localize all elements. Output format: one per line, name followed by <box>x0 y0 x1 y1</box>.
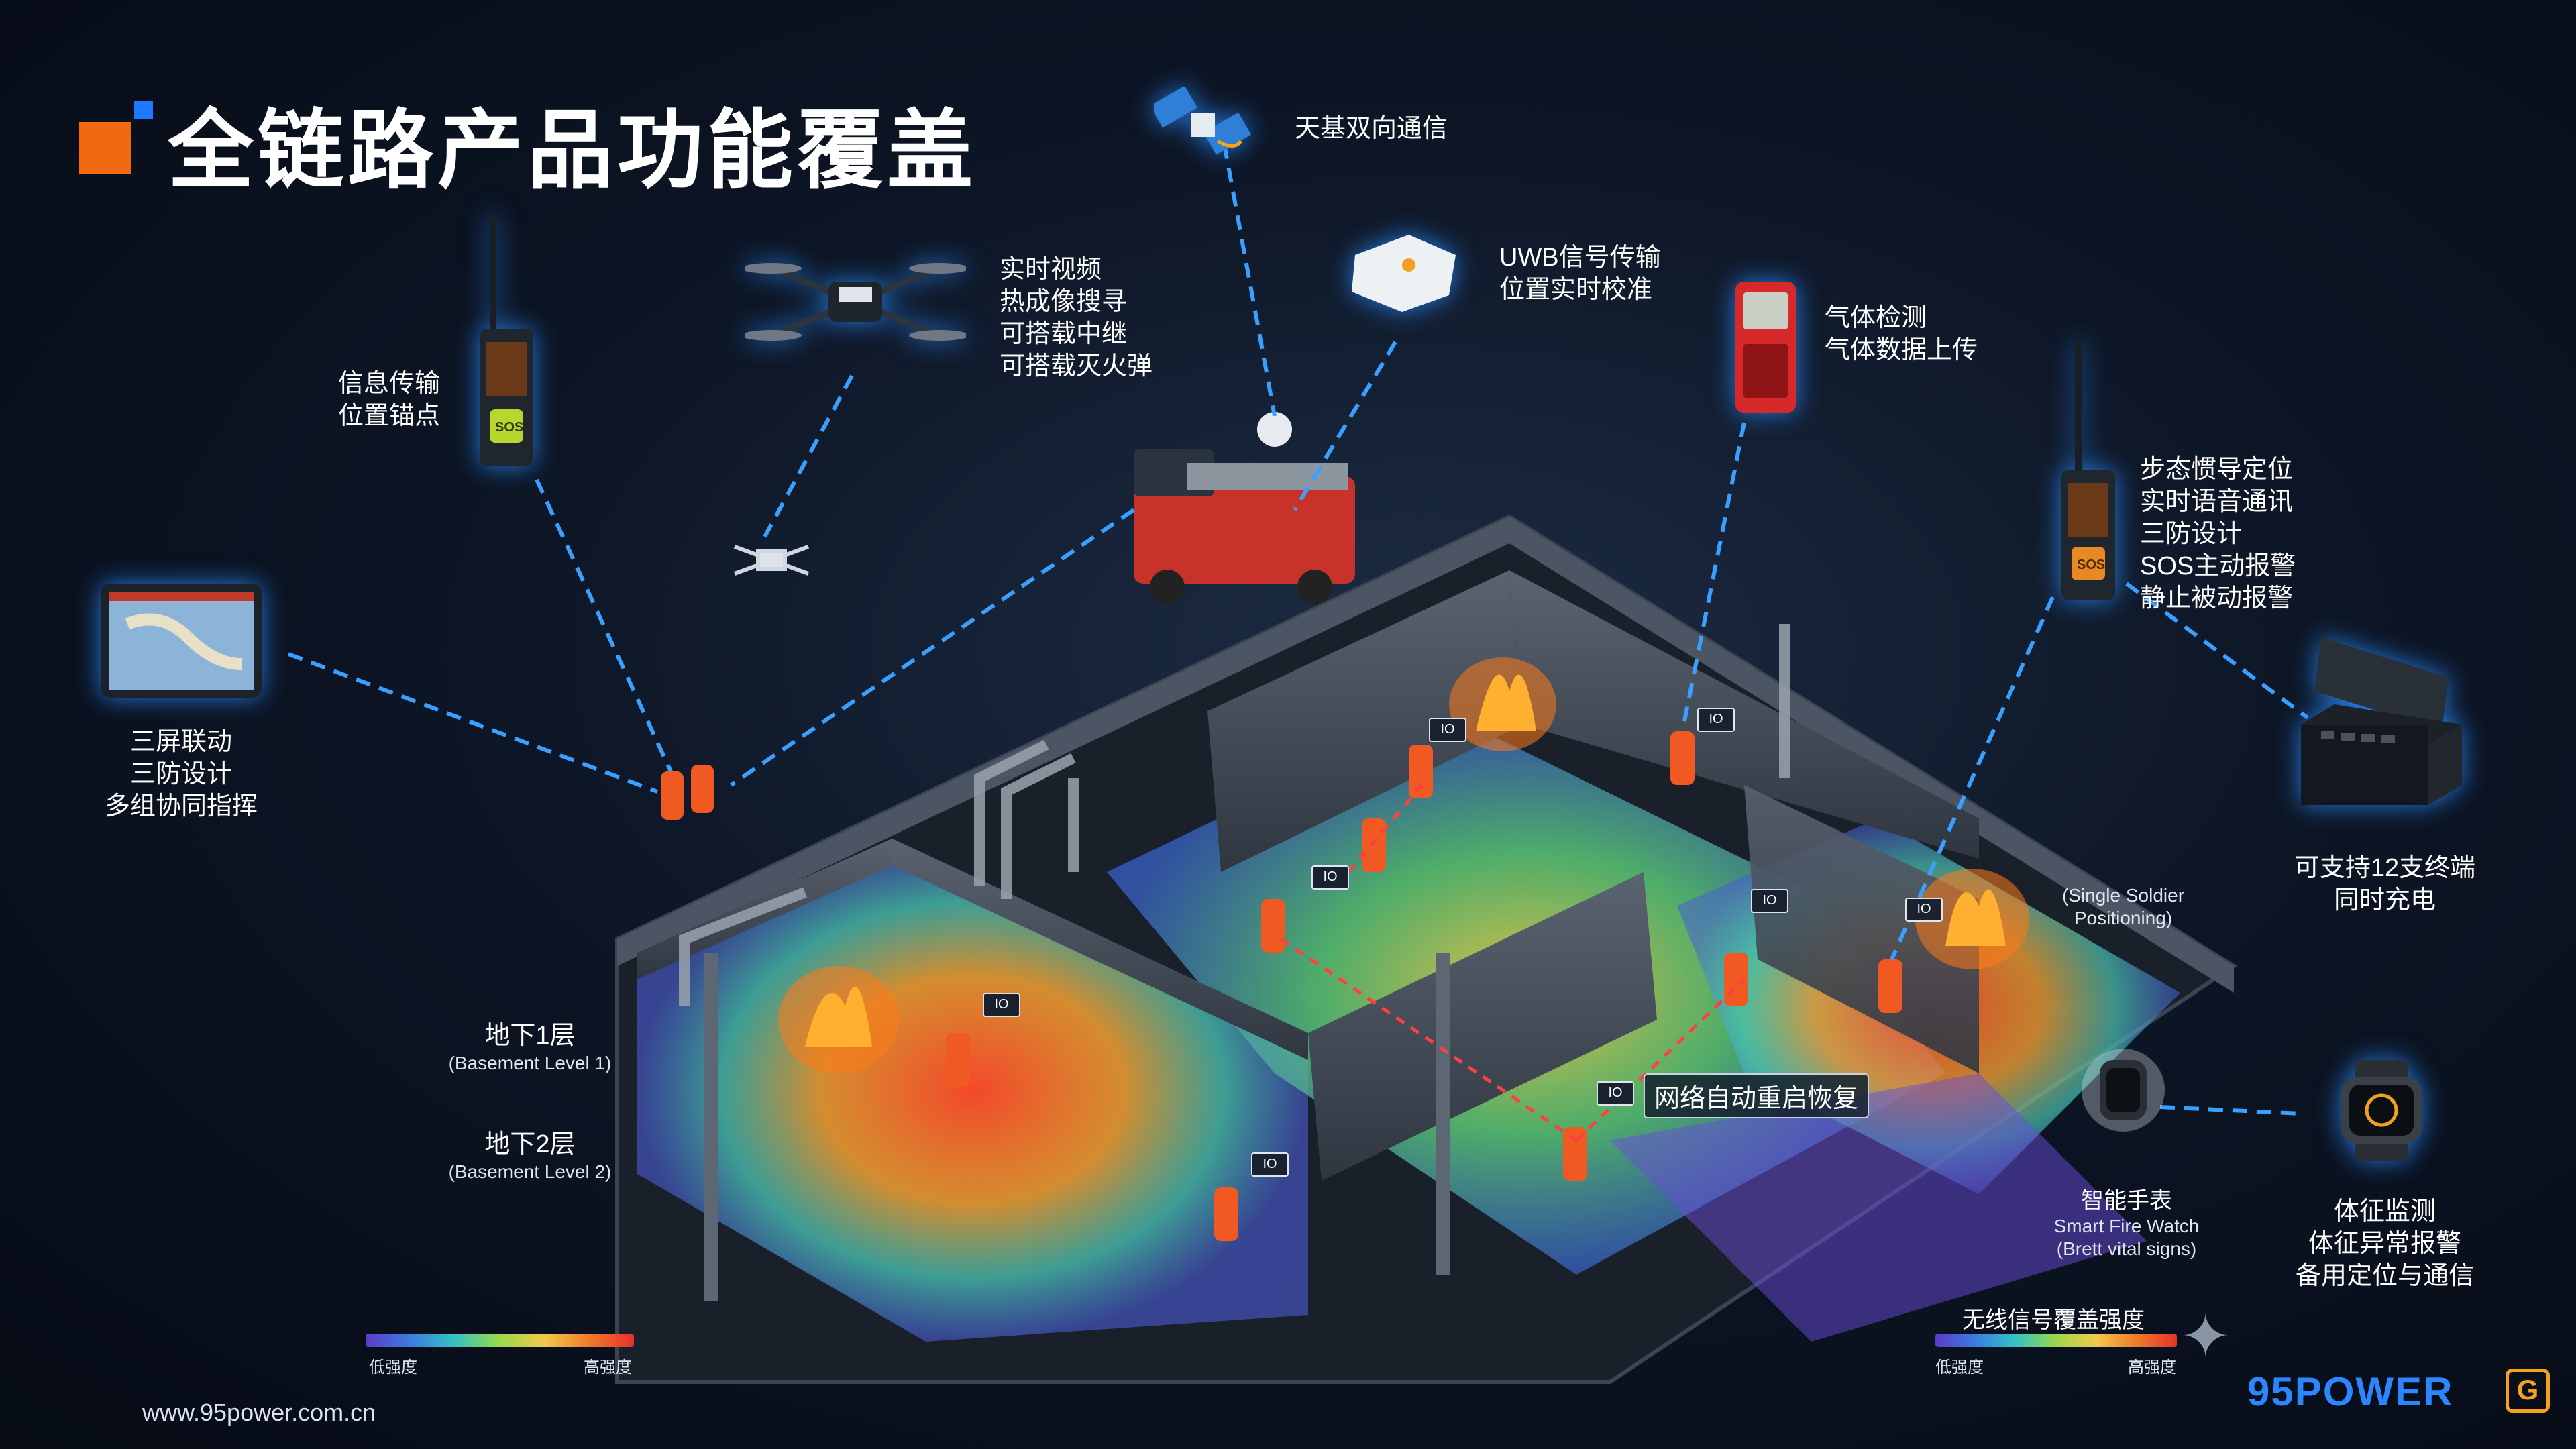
scale-high-left: 高强度 <box>584 1358 632 1377</box>
drone-features: 实时视频 热成像搜寻 可搭载中继 可搭载灭火弹 <box>1000 256 1153 380</box>
firefighter-id-tag: IO <box>1697 708 1735 732</box>
firefighter-id-tag: IO <box>1597 1081 1634 1106</box>
fire-truck <box>1134 412 1355 604</box>
sos-button-left: SOS <box>495 420 524 435</box>
firefighter-id-tag: IO <box>1429 718 1466 742</box>
scene-watch-label: 智能手表 Smart Fire Watch (Brett vital signs… <box>2053 1188 2200 1259</box>
firefighter-id-tag: IO <box>1311 865 1349 890</box>
firefighter-id-tag: IO <box>1905 898 1943 922</box>
watch-features: 体征监测 体征异常报警 备用定位与通信 <box>2295 1197 2474 1290</box>
tablet-features: 三屏联动 三防设计 多组协同指挥 <box>104 728 258 820</box>
level2-label: 地下2层 (Basement Level 2) <box>448 1130 612 1182</box>
fire-flames <box>778 657 2029 1073</box>
tablet-icon <box>101 584 262 698</box>
signal-scale-right <box>1935 1334 2177 1347</box>
level1-label: 地下1层 (Basement Level 1) <box>448 1022 612 1073</box>
signal-scale-left <box>366 1334 634 1347</box>
red-link-lines <box>1280 784 1746 1142</box>
footer-url: www.95power.com.cn <box>142 1399 376 1426</box>
network-recovery-tag: 网络自动重启恢复 <box>1644 1073 1870 1118</box>
charger-case-icon <box>2294 631 2469 818</box>
scale-low-left: 低强度 <box>369 1358 417 1377</box>
scale-high-right: 高强度 <box>2128 1358 2176 1377</box>
connection-lines <box>287 144 2309 1116</box>
radio-left-features: 信息传输 位置锚点 <box>337 370 440 430</box>
brand-logo: 95POWER <box>2247 1369 2454 1414</box>
uwb-beacon-icon <box>1342 228 1462 315</box>
logo-blue-square <box>134 101 153 119</box>
firefighter-id-tag: IO <box>1751 889 1788 913</box>
single-soldier-label: (Single Soldier Positioning) <box>2061 885 2185 928</box>
firefighter-id-tag: IO <box>1251 1152 1289 1177</box>
charger-features: 可支持12支终端 同时充电 <box>2294 854 2476 914</box>
firefighter-id-tag: IO <box>983 993 1020 1017</box>
scene-watch-icon <box>2080 1046 2167 1134</box>
page-title: 全链路产品功能覆盖 <box>168 103 977 199</box>
scale-low-right: 低强度 <box>1935 1358 1984 1377</box>
small-drone <box>733 545 810 576</box>
satellite-label: 天基双向通信 <box>1295 115 1448 143</box>
smartwatch-icon <box>2328 1060 2442 1161</box>
firefighters <box>661 731 1902 1241</box>
radio-left-icon: SOS <box>476 215 537 470</box>
radio-right-icon: SOS <box>2058 342 2118 604</box>
sos-button-right: SOS <box>2077 557 2106 572</box>
brand-mark-icon: G <box>2506 1368 2550 1413</box>
gas-detector-icon <box>1734 280 1798 415</box>
gas-features: 气体检测 气体数据上传 <box>1825 304 1978 364</box>
sparkle-icon: ✦ <box>2180 1303 2231 1371</box>
drone-icon <box>741 248 969 356</box>
uwb-features: UWB信号传输 位置实时校准 <box>1499 244 1661 304</box>
satellite-icon <box>1150 85 1254 161</box>
logo-orange-square <box>79 122 131 174</box>
radio-right-features: 步态惯导定位 实时语音通讯 三防设计 SOS主动报警 静止被动报警 <box>2140 455 2296 612</box>
signal-legend-title: 无线信号覆盖强度 <box>1962 1307 2145 1333</box>
